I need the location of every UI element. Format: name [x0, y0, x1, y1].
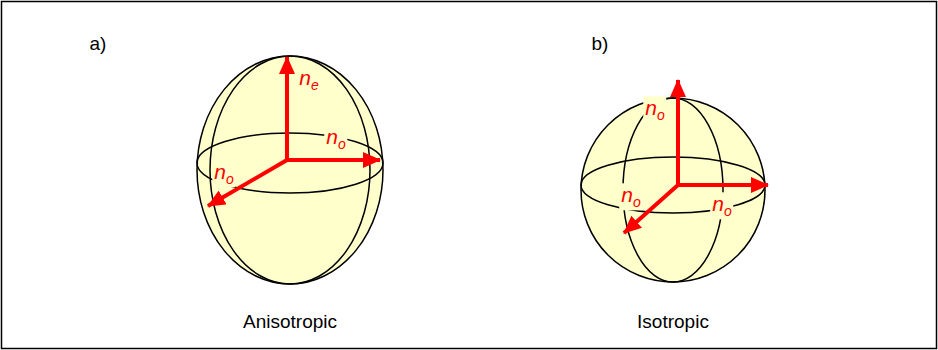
panel-caption: Isotropic	[637, 312, 709, 333]
index-label: ne	[297, 66, 320, 93]
index-label: no	[619, 183, 642, 210]
index-label: no	[710, 192, 733, 219]
index-label: no	[212, 160, 235, 187]
panel-letter: a)	[90, 34, 107, 55]
anisotropic-ellipsoid	[197, 56, 383, 284]
panel-caption: Anisotropic	[243, 312, 337, 333]
index-label: no	[643, 96, 666, 123]
panel-letter: b)	[592, 34, 609, 55]
isotropic-sphere	[581, 80, 768, 282]
index-label: no	[324, 125, 347, 152]
